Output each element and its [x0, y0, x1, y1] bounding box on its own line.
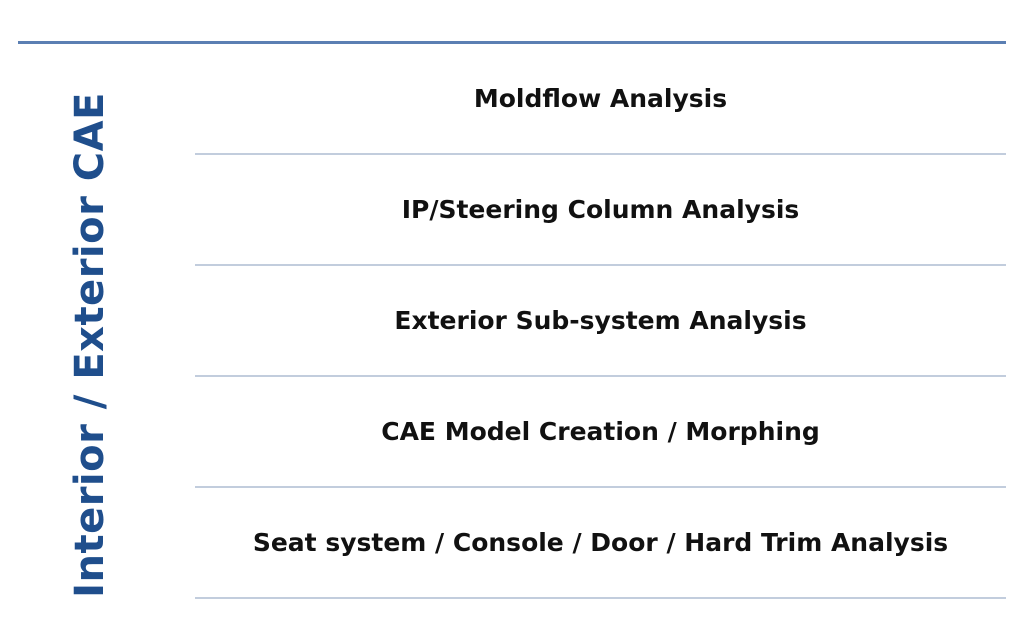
list-item: IP/Steering Column Analysis [195, 155, 1006, 266]
list-item-label: Exterior Sub-system Analysis [394, 306, 807, 335]
list-item: Exterior Sub-system Analysis [195, 266, 1006, 377]
list-item-label: IP/Steering Column Analysis [401, 195, 800, 224]
list-item: CAE Model Creation / Morphing [195, 377, 1006, 488]
list-item-label: Seat system / Console / Door / Hard Trim… [252, 528, 949, 557]
top-divider [18, 41, 1006, 44]
list-item-label: CAE Model Creation / Morphing [381, 417, 820, 446]
analysis-list: Moldflow Analysis IP/Steering Column Ana… [195, 44, 1006, 599]
list-item: Seat system / Console / Door / Hard Trim… [195, 488, 1006, 599]
side-title-container: Interior / Exterior CAE [40, 80, 140, 610]
list-item: Moldflow Analysis [195, 44, 1006, 155]
list-item-label: Moldflow Analysis [473, 84, 728, 113]
side-title: Interior / Exterior CAE [67, 92, 114, 598]
